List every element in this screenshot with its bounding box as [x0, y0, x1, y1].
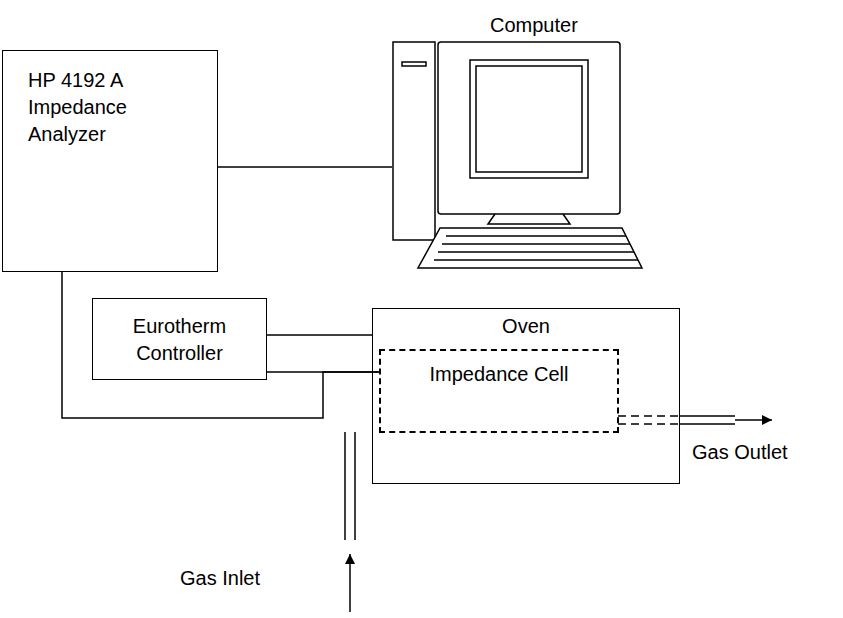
computer-drawing — [393, 42, 642, 268]
analyzer-box: HP 4192 A Impedance Analyzer — [2, 50, 218, 272]
gas-inlet-pipe — [345, 432, 355, 612]
wire — [267, 334, 372, 336]
node-label: Computer — [490, 12, 547, 39]
inlet-label: Gas Inlet — [180, 566, 260, 590]
gas-outlet-pipe — [618, 416, 772, 424]
cell-box: Impedance Cell — [379, 349, 619, 433]
node-label: Impedance Cell — [381, 361, 617, 388]
computer: Computer — [392, 6, 645, 272]
wire — [62, 272, 379, 418]
controller-box: Eurotherm Controller — [92, 298, 267, 380]
node-label: Oven — [373, 313, 679, 340]
oven-box: OvenImpedance Cell — [372, 308, 680, 484]
node-label: HP 4192 A Impedance Analyzer — [28, 67, 188, 148]
node-label: Eurotherm Controller — [105, 313, 254, 367]
wire — [218, 166, 392, 168]
outlet-label: Gas Outlet — [692, 440, 788, 464]
